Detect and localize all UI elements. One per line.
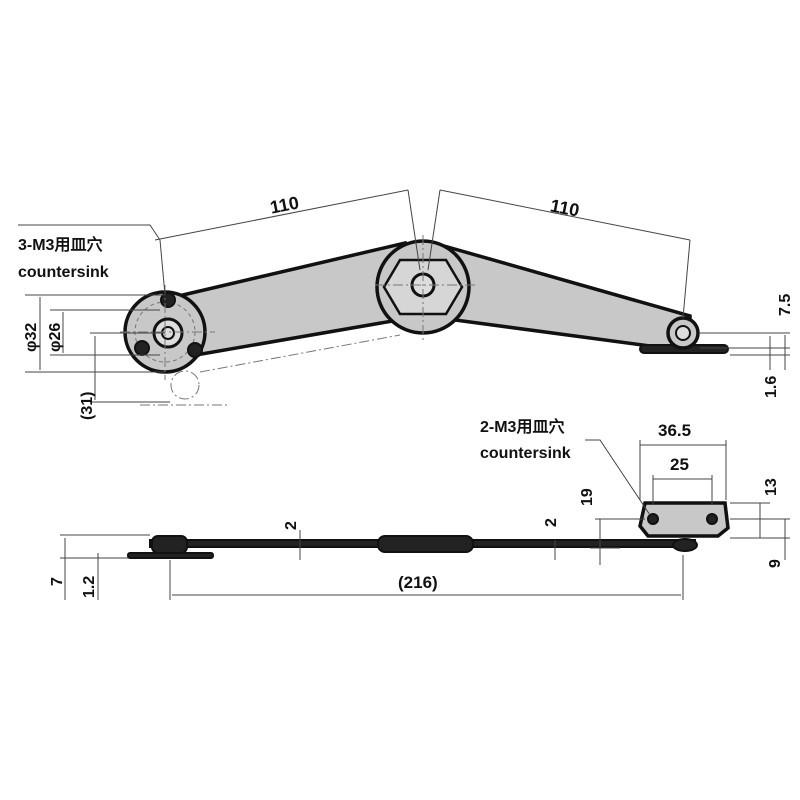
bracket-base: 9 [767, 559, 784, 568]
side-view [127, 501, 730, 559]
side-center-hub [377, 535, 474, 553]
countersink-hole [647, 513, 659, 525]
plate-thickness: 1.6 [763, 376, 780, 398]
hole-spacing: 25 [670, 455, 689, 474]
countersink-left-en: countersink [18, 264, 109, 281]
bar-thickness-mid: 2 [543, 518, 560, 527]
folded-position-ghost [140, 334, 401, 406]
side-left-hub [151, 535, 188, 554]
countersink-hole [187, 342, 203, 358]
bracket-offset: 19 [579, 488, 596, 506]
side-view-dimensions [60, 439, 790, 600]
countersink-right-jp: 2-M3用皿穴 [480, 417, 564, 436]
side-bracket [638, 501, 730, 538]
countersink-right-en: countersink [480, 445, 571, 462]
countersink-hole [706, 513, 718, 525]
countersink-left-jp: 3-M3用皿穴 [18, 235, 102, 254]
pivot-offset: (31) [79, 392, 96, 420]
bar-thickness-left: 2 [283, 521, 300, 530]
left-height: 7 [49, 577, 66, 586]
bracket-height: 13 [763, 478, 780, 496]
left-plate: 1.2 [81, 576, 98, 598]
overall-length: (216) [398, 573, 438, 592]
countersink-hole [134, 340, 150, 356]
top-view-dimensions [18, 189, 790, 403]
arm-right-length: 110 [549, 195, 581, 220]
right-pivot-height: 7.5 [777, 294, 794, 316]
disc-outer-dia: φ32 [23, 323, 40, 352]
disc-inner-dia: φ26 [47, 323, 64, 352]
arm-left-length: 110 [268, 192, 300, 217]
bracket-width: 36.5 [658, 421, 691, 440]
top-view-linkage [120, 235, 729, 380]
